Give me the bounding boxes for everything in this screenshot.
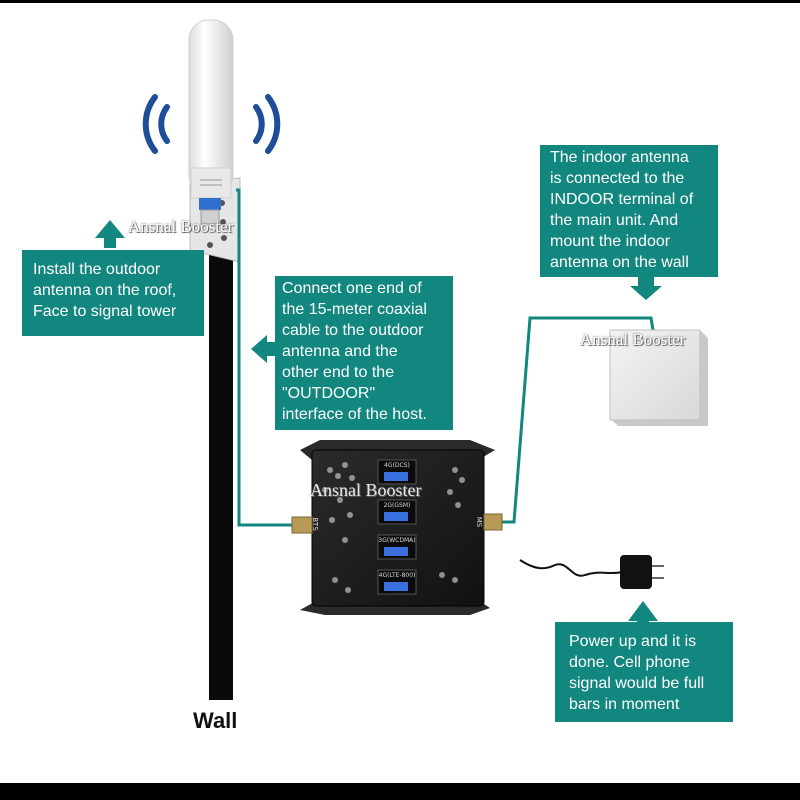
coax-instruction-box: Connect one end of the 15-meter coaxial … [275, 276, 453, 430]
outdoor-line-2: antenna on the roof, [33, 282, 177, 299]
band-label-4g-dcs: 4G(DCS) [384, 462, 410, 469]
indoor-line-5: mount the indoor [550, 233, 671, 250]
wall-label: Wall [193, 708, 238, 733]
indoor-instruction-box: The indoor antenna is connected to the I… [540, 145, 718, 277]
port-label-bts: BTS [310, 517, 319, 531]
signal-wave-icon [142, 94, 281, 154]
indoor-line-3: INDOOR terminal of [550, 191, 694, 208]
coax-line-1: Connect one end of [282, 280, 422, 297]
arrow-icon [95, 220, 662, 628]
band-label-2g-gsm: 2G(GSM) [383, 502, 411, 509]
coax-line-6: "OUTDOOR" [282, 385, 376, 402]
coax-line-7: interface of the host. [282, 406, 427, 423]
coax-lines [236, 188, 655, 527]
wall-pole [209, 250, 233, 700]
power-line-3: signal would be full [569, 675, 705, 692]
watermark-unit: Ansnal Booster [310, 480, 422, 500]
indoor-line-2: is connected to the [550, 170, 685, 187]
coax-line-2: the 15-meter coaxial [282, 301, 427, 318]
outdoor-line-3: Face to signal tower [33, 303, 177, 320]
watermark-indoor: Ansnal Booster [580, 330, 686, 349]
booster-unit [291, 440, 503, 615]
bottom-bar [0, 783, 800, 800]
indoor-line-6: antenna on the wall [550, 254, 689, 271]
watermark-outdoor: Ansnal Booster [128, 217, 234, 236]
port-label-ms: MS [475, 516, 484, 528]
outdoor-instruction-box: Install the outdoor antenna on the roof,… [22, 250, 204, 336]
top-bar [0, 0, 800, 3]
coax-line-4: antenna and the [282, 343, 398, 360]
power-line-1: Power up and it is [569, 633, 697, 650]
coax-line-5: other end to the [282, 364, 395, 381]
indoor-line-1: The indoor antenna [550, 149, 689, 166]
power-adapter-icon [519, 555, 664, 589]
power-line-4: bars in moment [569, 696, 680, 713]
power-instruction-box: Power up and it is done. Cell phone sign… [555, 622, 733, 722]
indoor-antenna [609, 329, 708, 426]
power-line-2: done. Cell phone [569, 654, 690, 671]
band-label-3g-wcdma: 3G(WCDMA) [378, 537, 416, 544]
coax-line-3: cable to the outdoor [282, 322, 424, 339]
outdoor-line-1: Install the outdoor [33, 261, 161, 278]
outdoor-antenna [188, 19, 234, 225]
band-label-4g-lte: 4G(LTE-800) [378, 572, 416, 579]
indoor-line-4: the main unit. And [550, 212, 679, 229]
